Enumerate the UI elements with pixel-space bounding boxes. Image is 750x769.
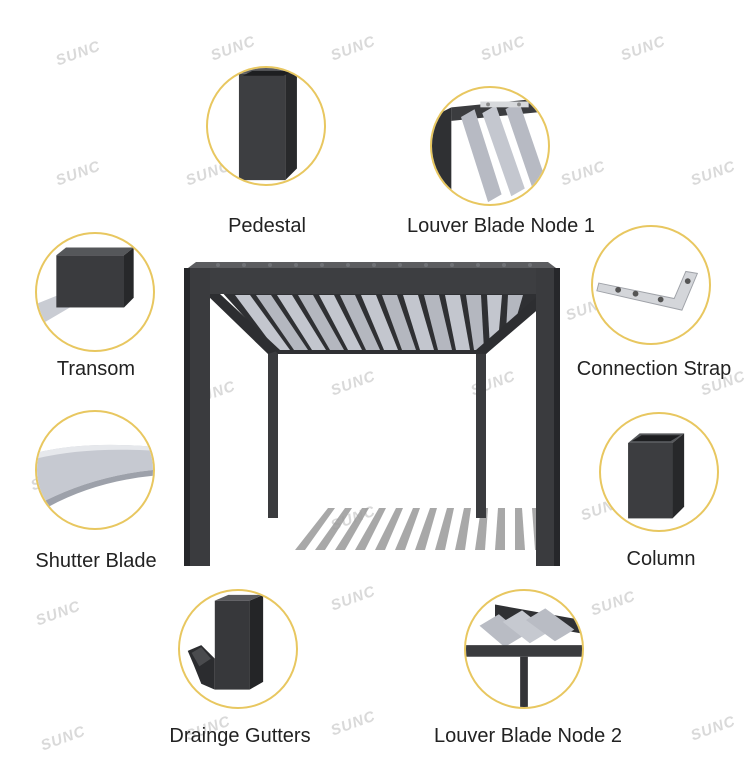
front-beam xyxy=(188,268,556,294)
watermark: SUNC xyxy=(328,707,379,740)
column-thumbnail xyxy=(599,412,719,532)
drainge-gutters-thumbnail xyxy=(178,589,298,709)
back-left-post xyxy=(268,350,278,518)
watermark: SUNC xyxy=(618,32,669,65)
shutter-blade-label: Shutter Blade xyxy=(35,550,157,572)
watermark: SUNC xyxy=(208,32,259,65)
watermark: SUNC xyxy=(688,157,739,190)
roof-louvers xyxy=(235,295,523,350)
transom-illustration xyxy=(37,247,134,327)
pedestal-label: Pedestal xyxy=(228,215,306,237)
watermark: SUNC xyxy=(588,587,639,620)
drainge-gutters-illustration xyxy=(187,594,264,690)
connection-strap-illustration xyxy=(596,270,699,311)
connection-strap-label: Connection Strap xyxy=(576,358,732,380)
louver-blade-node-2-illustration xyxy=(466,604,582,707)
watermark: SUNC xyxy=(33,597,84,630)
watermark: SUNC xyxy=(328,32,379,65)
transom-thumbnail xyxy=(35,232,155,352)
louver-pivots xyxy=(216,263,532,267)
louver-blade-node-1-label: Louver Blade Node 1 xyxy=(407,215,595,237)
watermark: SUNC xyxy=(688,712,739,745)
shutter-blade-thumbnail xyxy=(35,410,155,530)
louver-blade-node-2-label: Louver Blade Node 2 xyxy=(434,725,622,747)
back-right-post xyxy=(476,350,486,518)
drainge-gutters-label: Drainge Gutters xyxy=(169,725,311,747)
shutter-blade-illustration xyxy=(37,444,153,507)
pergola-illustration xyxy=(180,250,570,580)
louver-shadow xyxy=(295,508,545,550)
column-illustration xyxy=(628,433,685,519)
louver-blade-node-1-thumbnail xyxy=(430,86,550,206)
watermark: SUNC xyxy=(478,32,529,65)
watermark: SUNC xyxy=(328,582,379,615)
column-label: Column xyxy=(626,548,696,570)
front-right-post xyxy=(536,268,558,566)
pedestal-thumbnail xyxy=(206,66,326,186)
pergola-drawing xyxy=(184,262,560,566)
transom-label: Transom xyxy=(56,358,136,380)
front-left-post xyxy=(188,268,210,566)
connection-strap-thumbnail xyxy=(591,225,711,345)
watermark: SUNC xyxy=(53,157,104,190)
watermark: SUNC xyxy=(53,37,104,70)
louver-blade-node-1-illustration xyxy=(432,97,548,204)
watermark: SUNC xyxy=(38,722,89,755)
watermark: SUNC xyxy=(558,157,609,190)
louver-blade-node-2-thumbnail xyxy=(464,589,584,709)
pedestal-illustration xyxy=(238,68,297,181)
